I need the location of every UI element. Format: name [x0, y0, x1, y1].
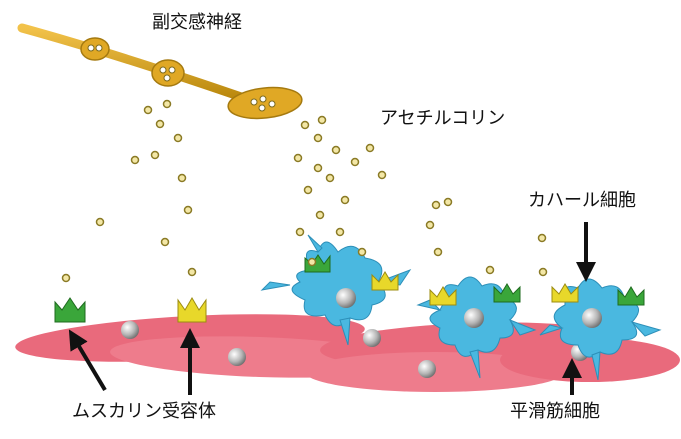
label-smooth-muscle: 平滑筋細胞: [510, 403, 600, 421]
label-icc: カハール細胞: [528, 192, 636, 210]
parasympathetic-nerve: [22, 28, 303, 122]
label-parasympathetic-nerve: 副交感神経: [152, 14, 242, 32]
label-muscarinic-receptor: ムスカリン受容体: [72, 403, 216, 421]
icc-nucleus: [582, 308, 602, 328]
icc-nucleus: [464, 308, 484, 328]
label-acetylcholine: アセチルコリン: [380, 110, 505, 128]
icc-nucleus: [336, 288, 356, 308]
